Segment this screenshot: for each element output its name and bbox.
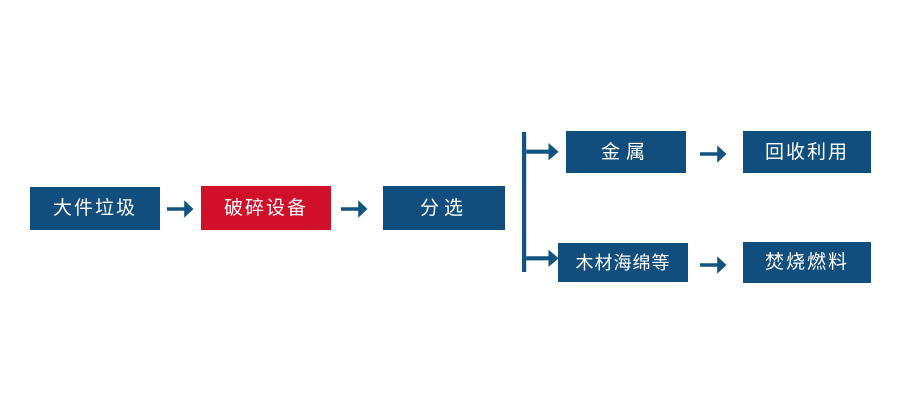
- node-wood-sponge-etc-label: 木材海绵等: [575, 252, 671, 273]
- node-crushing-equipment-label: 破碎设备: [223, 197, 308, 219]
- node-incineration-fuel[interactable]: 焚烧燃料: [743, 242, 871, 283]
- node-sorting-label: 分选: [419, 197, 468, 219]
- node-metal-label: 金属: [600, 141, 651, 163]
- node-recycling-reuse[interactable]: 回收利用: [743, 131, 871, 173]
- node-bulky-waste[interactable]: 大件垃圾: [30, 187, 160, 230]
- node-metal[interactable]: 金属: [566, 131, 686, 173]
- right-arrow-icon: [698, 141, 728, 167]
- node-sorting[interactable]: 分选: [383, 186, 505, 230]
- right-arrow-icon: [339, 196, 369, 222]
- right-arrow-icon: [698, 252, 728, 278]
- node-incineration-fuel-label: 焚烧燃料: [764, 252, 849, 273]
- node-recycling-reuse-label: 回收利用: [764, 141, 849, 163]
- right-arrow-icon: [165, 196, 195, 222]
- node-bulky-waste-label: 大件垃圾: [52, 198, 137, 219]
- node-crushing-equipment[interactable]: 破碎设备: [201, 186, 331, 230]
- node-wood-sponge-etc[interactable]: 木材海绵等: [558, 243, 688, 282]
- branch-split-icon: [518, 126, 566, 272]
